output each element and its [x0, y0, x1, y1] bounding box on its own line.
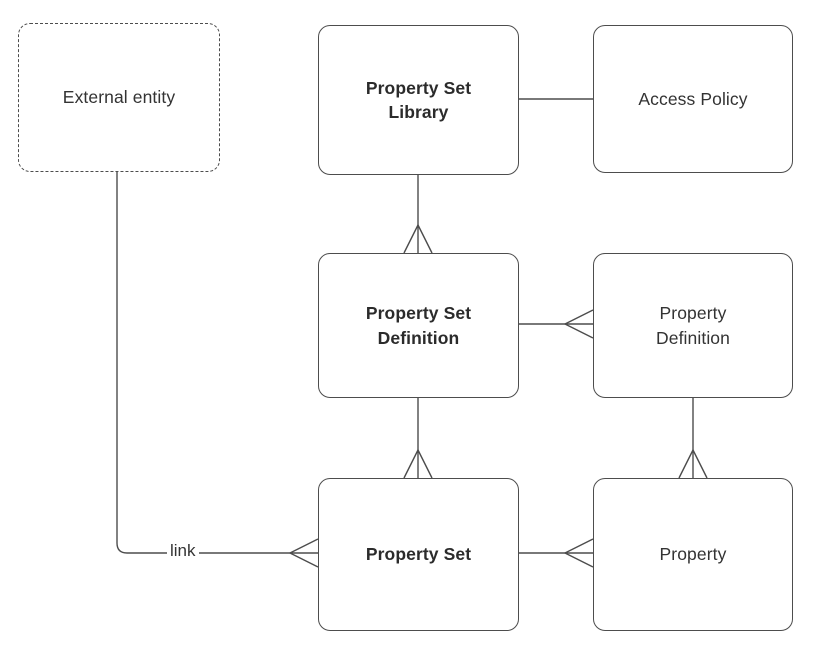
arrowhead-triangle-property-set-to-definition [403, 448, 433, 479]
node-access-policy[interactable]: Access Policy [593, 25, 793, 173]
arrowhead-v-property-definition [563, 309, 594, 339]
node-property-definition-label: Property Definition [656, 303, 730, 348]
edge-label-link: link [167, 541, 199, 561]
node-property-set[interactable]: Property Set [318, 478, 519, 631]
node-external-entity[interactable]: External entity [18, 23, 220, 172]
arrowhead-v-property-to-property-set [563, 538, 594, 568]
node-property-label: Property [659, 544, 727, 565]
node-access-policy-label: Access Policy [638, 88, 748, 109]
arrowhead-triangle-property-to-property-definition [678, 448, 708, 479]
edge-external-entity-to-property-set [116, 172, 318, 554]
node-property-definition[interactable]: Property Definition [593, 253, 793, 398]
node-external-entity-label: External entity [62, 87, 176, 108]
arrowhead-v-external-entity-to-property-set [288, 538, 319, 568]
node-property-set-library-label: Property Set Library [365, 77, 472, 122]
arrowhead-triangle-definition-to-library [403, 223, 433, 254]
node-property[interactable]: Property [593, 478, 793, 631]
node-property-set-library[interactable]: Property Set Library [318, 25, 519, 175]
node-property-set-definition-label: Property Set Definition [365, 303, 472, 348]
node-property-set-label: Property Set [365, 544, 472, 565]
node-property-set-definition[interactable]: Property Set Definition [318, 253, 519, 398]
